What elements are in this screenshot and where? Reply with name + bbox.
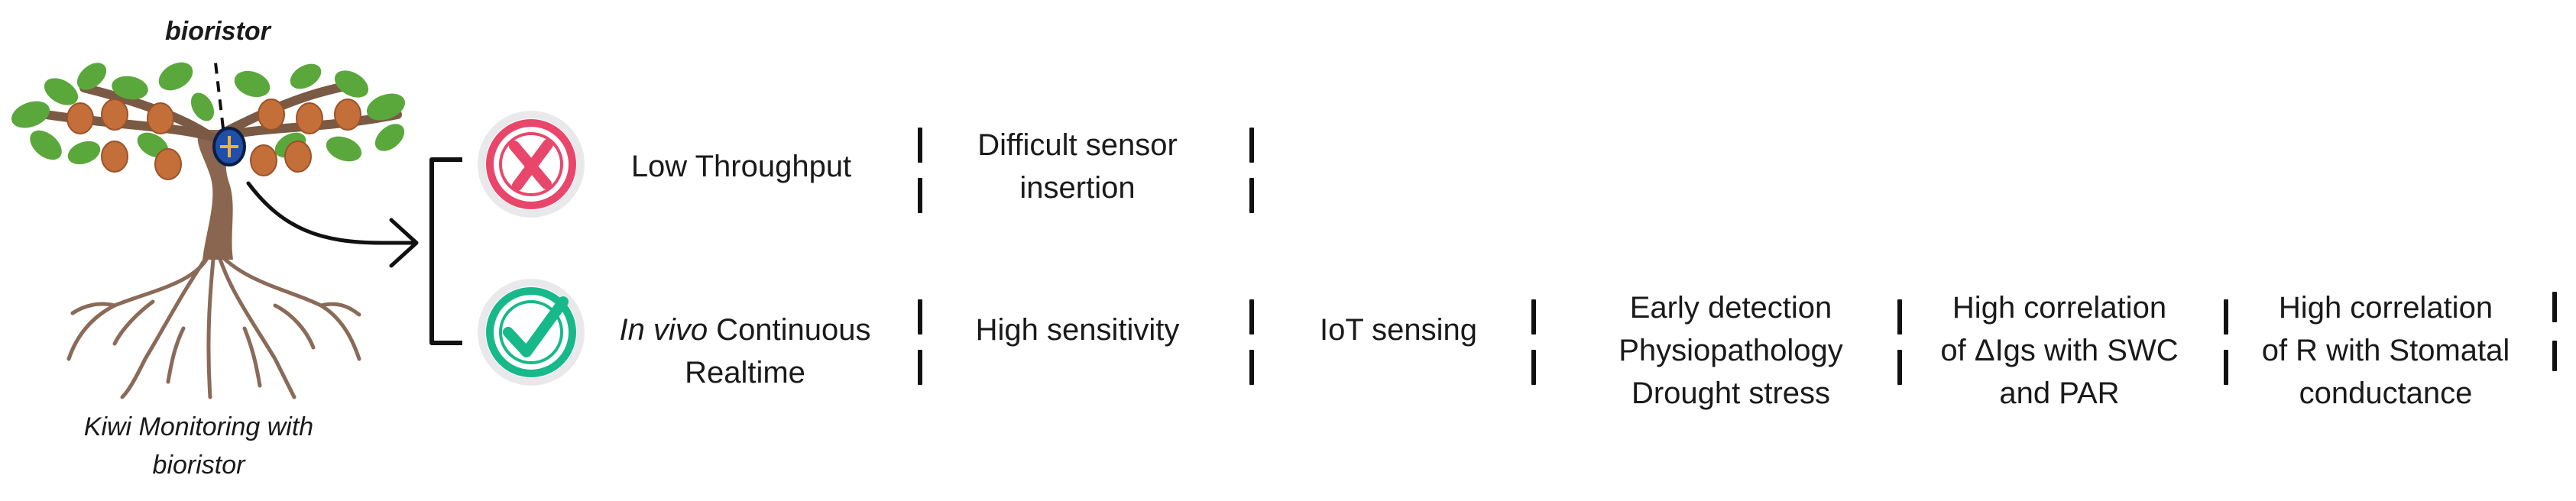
- kiwi-tree-icon: [11, 62, 419, 399]
- cross-circle-icon: [478, 111, 585, 218]
- row-bottom-item-line: High correlation: [2278, 291, 2493, 325]
- divider: [2552, 341, 2557, 371]
- divider: [1249, 299, 1254, 335]
- row-bottom-item-line: High sensitivity: [975, 313, 1180, 347]
- divider: [1249, 178, 1254, 213]
- check-circle-icon: [478, 279, 585, 386]
- row-bottom-item-line: Physiopathology: [1619, 334, 1843, 367]
- divider: [1897, 299, 1902, 335]
- tree-caption-line1: Kiwi Monitoring with: [83, 412, 314, 441]
- row-top-item-line: insertion: [1019, 171, 1136, 205]
- row-bottom-heading-line1: In vivo Continuous: [588, 309, 902, 351]
- divider: [918, 178, 922, 213]
- row-bottom-heading-rest: Continuous: [708, 313, 871, 347]
- divider: [2552, 292, 2557, 322]
- row-bottom-heading-line2: Realtime: [685, 356, 805, 389]
- row-bottom-item-line: and PAR: [1999, 377, 2120, 410]
- row-top-heading: Low Throughput: [630, 150, 852, 183]
- row-bottom-item-line: Early detection: [1629, 291, 1832, 325]
- divider: [1897, 350, 1902, 385]
- row-bottom-item-line: conductance: [2299, 377, 2473, 410]
- row-bottom-item-line: IoT sensing: [1319, 313, 1478, 347]
- divider: [1531, 299, 1536, 335]
- row-bottom-item-line: of ΔIgs with SWC: [1940, 334, 2179, 367]
- row-bottom-item-line: High correlation: [1952, 291, 2167, 325]
- row-bottom-item-line: Drought stress: [1631, 377, 1831, 410]
- row-bottom-heading-italic: In vivo: [619, 313, 708, 347]
- divider: [918, 299, 922, 335]
- divider: [2224, 299, 2228, 335]
- divider: [1249, 128, 1254, 163]
- row-bottom-item-3: Early detection Physiopathology Drought …: [1551, 286, 1910, 415]
- divider: [918, 128, 922, 163]
- divider: [918, 350, 922, 385]
- tree-caption-line2: bioristor: [152, 451, 245, 480]
- divider: [1531, 350, 1536, 385]
- row-bottom-item-5: High correlation of R with Stomatal cond…: [2233, 286, 2539, 415]
- row-top-item-line: Difficult sensor: [977, 128, 1178, 162]
- bioristor-label: bioristor: [165, 17, 271, 46]
- divider: [2224, 350, 2228, 385]
- row-bottom-item-line: of R with Stomatal: [2261, 334, 2510, 367]
- row-bottom-heading: In vivo Continuous Realtime: [588, 309, 902, 394]
- row-top-item: Difficult sensor insertion: [932, 124, 1223, 209]
- row-bottom-item-4: High correlation of ΔIgs with SWC and PA…: [1907, 286, 2212, 415]
- bracket: [429, 157, 462, 345]
- row-bottom-item-1: High sensitivity: [928, 309, 1226, 351]
- tree-caption: Kiwi Monitoring with bioristor: [46, 408, 352, 484]
- row-bottom-item-2: IoT sensing: [1261, 309, 1536, 351]
- divider: [1249, 350, 1254, 385]
